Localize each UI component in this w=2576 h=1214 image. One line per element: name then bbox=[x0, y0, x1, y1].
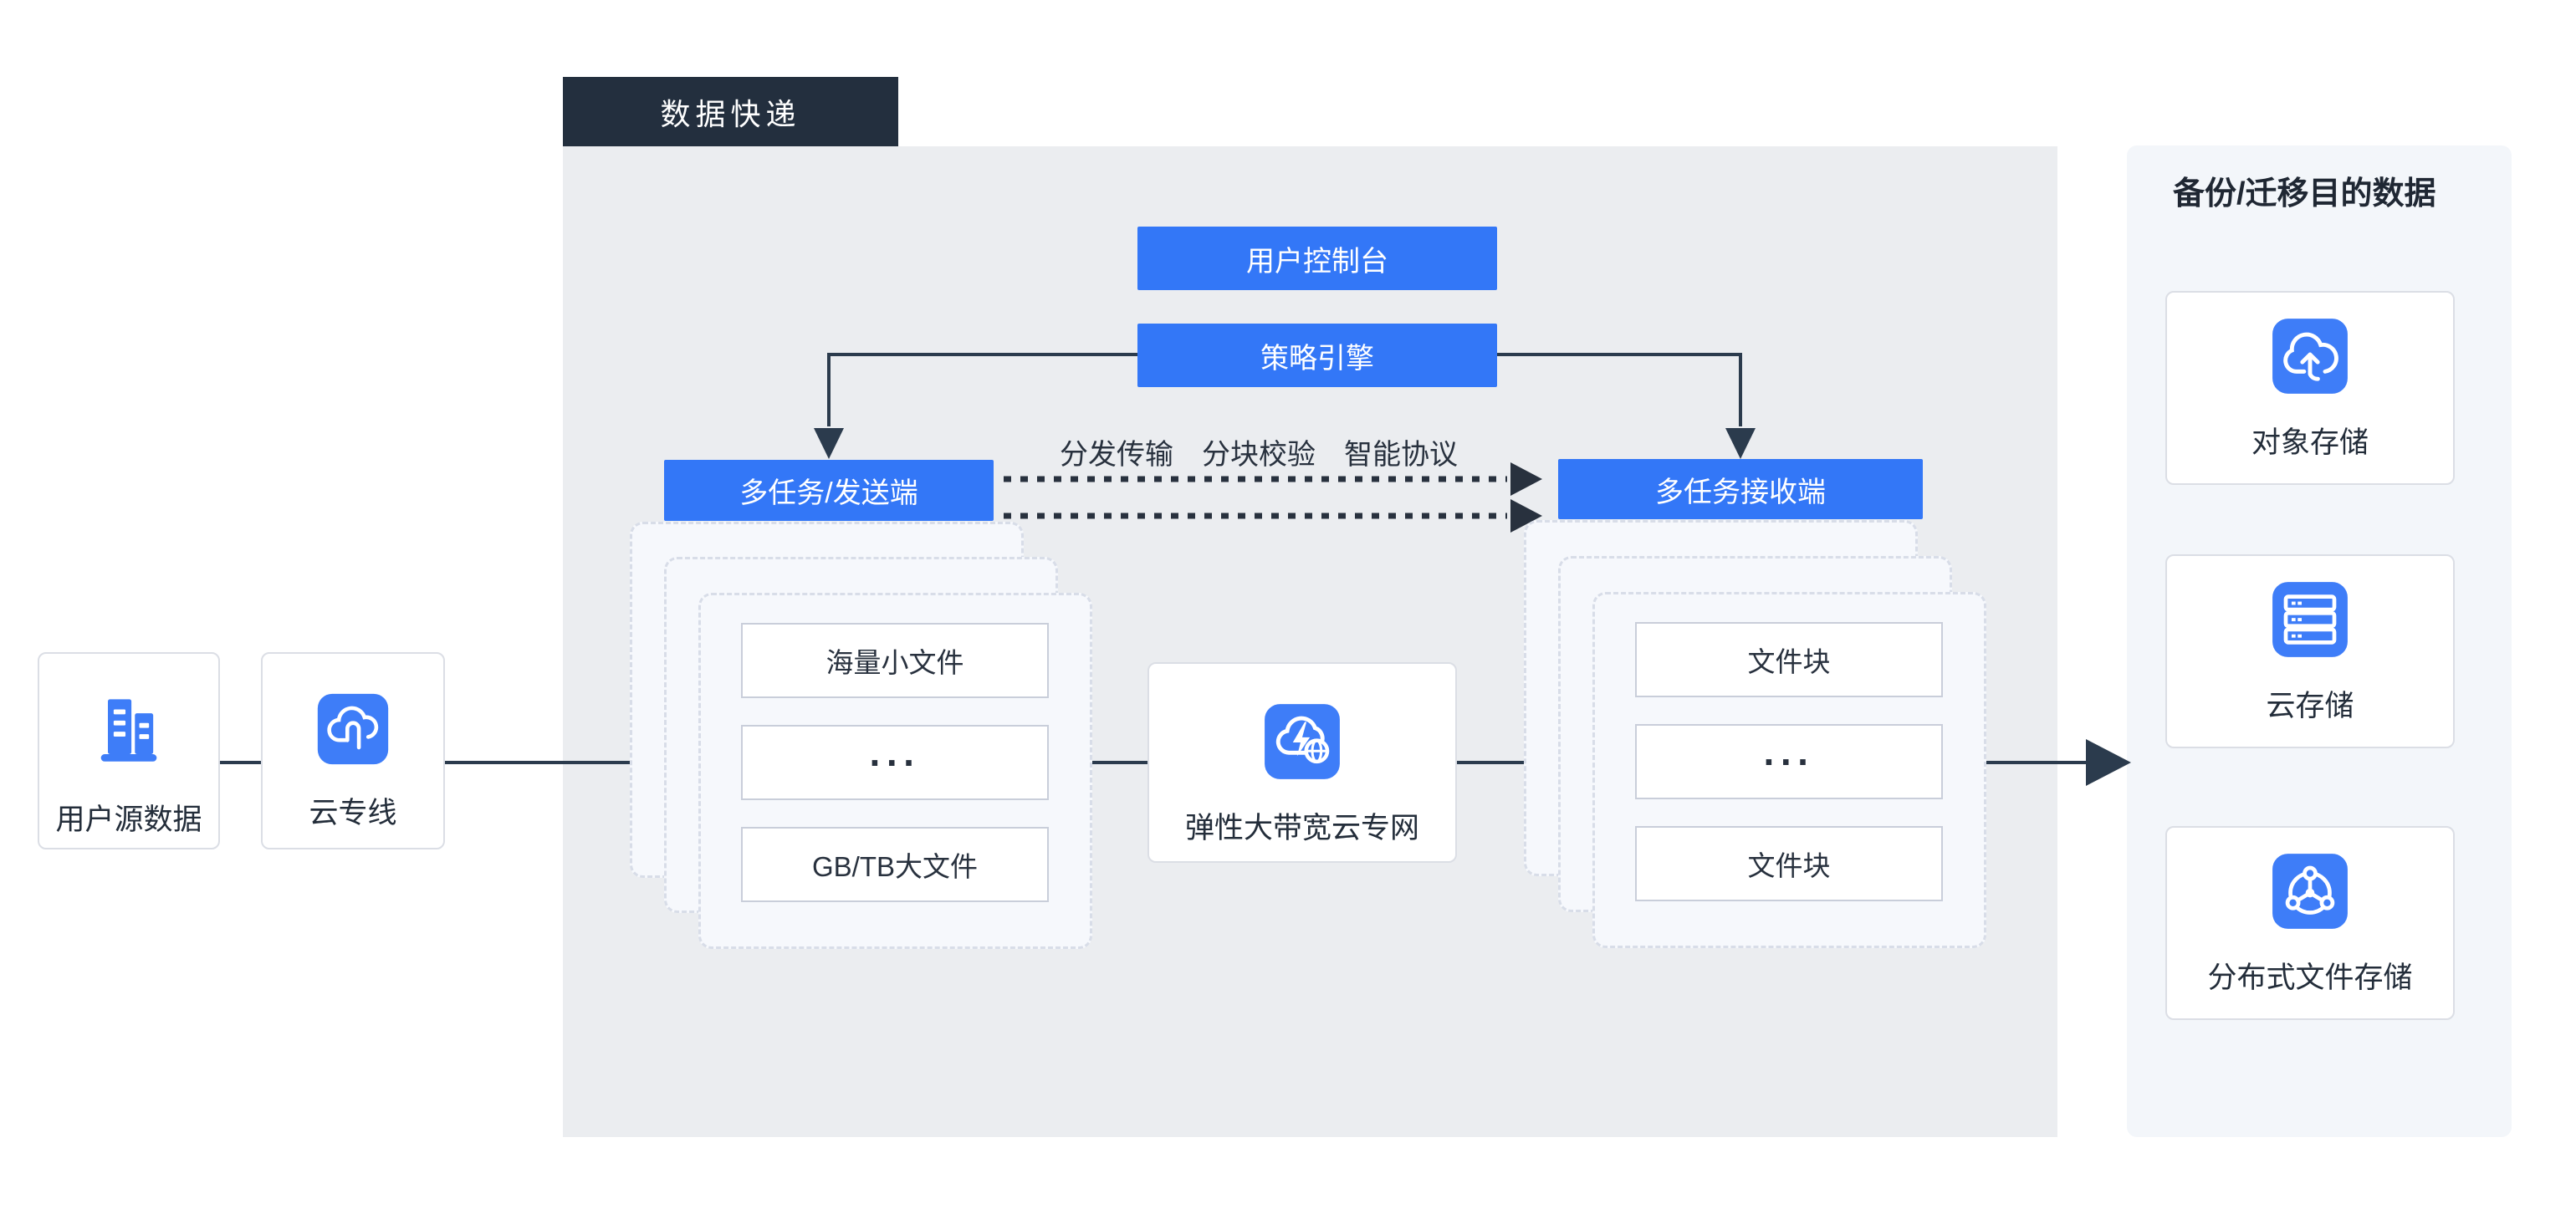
cloud-dedicated-line-card: 云专线 bbox=[261, 652, 445, 849]
user-source-data-card: 用户源数据 bbox=[38, 652, 220, 849]
cloud-storage-card: 云存储 bbox=[2165, 554, 2455, 748]
multitask-sender-label: 多任务/发送端 bbox=[739, 477, 918, 509]
cloud-dedicated-line-label: 云专线 bbox=[309, 797, 397, 829]
policy-engine-box: 策略引擎 bbox=[1137, 324, 1497, 387]
user-source-data-label: 用户源数据 bbox=[55, 803, 202, 836]
transfer-features-label: 分发传输 分块校验 智能协议 bbox=[1060, 439, 1458, 471]
data-express-tab-label: 数据快递 bbox=[660, 96, 801, 131]
sender-item-small-files: 海量小文件 bbox=[741, 623, 1049, 698]
multitask-sender-box: 多任务/发送端 bbox=[664, 460, 994, 521]
buildings-icon bbox=[100, 699, 157, 762]
cloud-storage-icon bbox=[2272, 582, 2348, 657]
policy-engine-label: 策略引擎 bbox=[1260, 342, 1374, 375]
receiver-item-ellipsis: ··· bbox=[1635, 724, 1943, 799]
object-storage-label: 对象存储 bbox=[2251, 426, 2369, 459]
data-express-tab: 数据快递 bbox=[563, 77, 898, 146]
sender-item-ellipsis: ··· bbox=[741, 725, 1049, 800]
multitask-receiver-box: 多任务接收端 bbox=[1558, 459, 1923, 519]
receiver-item-file-block-2: 文件块 bbox=[1635, 826, 1943, 901]
cloud-bandwidth-globe-icon bbox=[1265, 704, 1340, 779]
elastic-bandwidth-network-card: 弹性大带宽云专网 bbox=[1147, 662, 1457, 863]
user-console-label: 用户控制台 bbox=[1246, 245, 1388, 278]
multitask-receiver-label: 多任务接收端 bbox=[1655, 476, 1826, 508]
cloud-dedicated-line-icon bbox=[317, 693, 389, 765]
distributed-file-storage-icon bbox=[2272, 854, 2348, 929]
object-storage-icon bbox=[2272, 319, 2348, 394]
cloud-storage-label: 云存储 bbox=[2266, 690, 2354, 722]
user-console-box: 用户控制台 bbox=[1137, 227, 1497, 290]
elastic-bandwidth-network-label: 弹性大带宽云专网 bbox=[1184, 812, 1419, 844]
distributed-file-storage-label: 分布式文件存储 bbox=[2207, 962, 2413, 994]
object-storage-card: 对象存储 bbox=[2165, 291, 2455, 485]
destination-panel-title: 备份/迁移目的数据 bbox=[2173, 176, 2436, 212]
arrowhead-into-destination bbox=[2086, 739, 2131, 786]
sender-item-large-files: GB/TB大文件 bbox=[741, 827, 1049, 902]
distributed-file-storage-card: 分布式文件存储 bbox=[2165, 826, 2455, 1020]
receiver-item-file-block-1: 文件块 bbox=[1635, 622, 1943, 697]
